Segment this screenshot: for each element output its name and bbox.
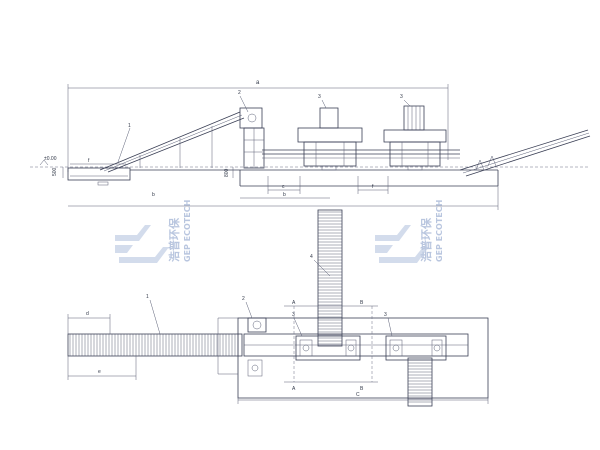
level-mark-label: ±0.00 xyxy=(44,156,57,162)
dim-d-label: d xyxy=(86,311,89,317)
plan-view: 4 1 d e 2 3 xyxy=(67,209,489,407)
dim-e-label: e xyxy=(98,369,101,375)
callout-3b-plan: 3 xyxy=(384,312,387,318)
callout-2-plan: 2 xyxy=(242,296,245,302)
callout-1-plan: 1 xyxy=(146,294,149,300)
callout-3b-elev: 3 xyxy=(400,94,403,100)
watermark-text-cn: 浩普环保 xyxy=(167,217,181,262)
conveyor-4-slats xyxy=(318,211,342,345)
callout-2-elev: 2 xyxy=(238,90,241,96)
section-B-top: B xyxy=(360,300,364,306)
watermark-left: 浩普环保 GEP ECOTECH xyxy=(115,200,192,263)
watermark-text-en: GEP ECOTECH xyxy=(183,200,192,262)
callout-3a-plan: 3 xyxy=(292,312,295,318)
callout-3a-elev: 3 xyxy=(318,94,321,100)
watermark-text-en: GEP ECOTECH xyxy=(435,200,444,262)
dim-c-label: c xyxy=(282,184,285,190)
conveyor-1-slats xyxy=(69,334,239,356)
side-dim-800: 800 xyxy=(224,168,230,177)
outlet-conveyor-slats xyxy=(408,359,432,403)
dim-a-label: a xyxy=(256,80,260,86)
watermark-right: 浩普环保 GEP ECOTECH xyxy=(375,200,444,263)
callout-4-plan: 4 xyxy=(310,254,313,260)
watermark-text-cn: 浩普环保 xyxy=(419,217,433,262)
elevation-view: a ±0.00 f 1 2 xyxy=(30,80,591,210)
section-A-top: A xyxy=(292,300,296,306)
side-dim-500: 500 xyxy=(52,167,58,176)
dim-C-label: C xyxy=(356,392,360,398)
dim-b-upper-label: b xyxy=(283,192,286,198)
dim-f-left-label: f xyxy=(88,158,90,164)
dim-b-lower-label: b xyxy=(152,192,155,198)
gep-logo-icon xyxy=(375,225,429,263)
dim-f-right-label: f xyxy=(372,184,374,190)
callout-1-elev: 1 xyxy=(128,123,131,129)
level-mark: ±0.00 xyxy=(39,156,57,166)
section-A-bottom: A xyxy=(292,386,296,392)
section-B-bottom: B xyxy=(360,386,364,392)
gep-logo-icon xyxy=(115,225,169,263)
